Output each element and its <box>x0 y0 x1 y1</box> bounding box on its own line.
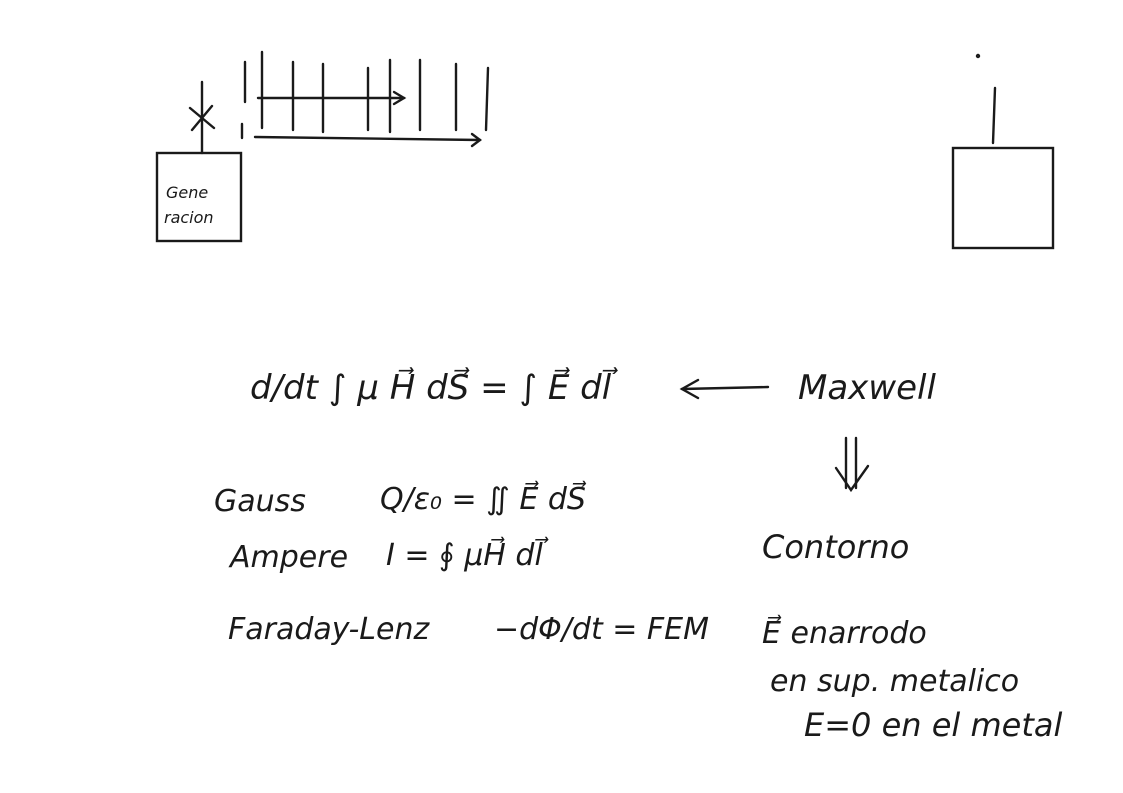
maxwell-label: Maxwell <box>798 368 936 408</box>
generator-label-line1: Gene <box>166 183 209 202</box>
right-box-sketch <box>951 53 1055 250</box>
generator-box <box>155 80 243 243</box>
ampere-equation: I = ∮ μH⃗ dl⃗ <box>386 538 543 573</box>
field-lines-sketch <box>240 50 490 148</box>
gauss-label: Gauss <box>214 484 306 519</box>
generator-label-line2: racion <box>164 208 214 227</box>
faraday-label: Faraday-Lenz <box>228 612 430 647</box>
implies-arrow <box>834 436 870 493</box>
faraday-equation: −dΦ/dt = FEM <box>494 612 710 647</box>
note-line-1: E⃗ enarrodo <box>762 616 927 651</box>
maxwell-equation: d/dt ∫ μ H⃗ dS⃗ = ∫ E⃗ dl⃗ <box>250 368 612 408</box>
contorno-note: Contorno <box>762 528 910 566</box>
gauss-equation: Q/ε₀ = ∬ E⃗ dS⃗ <box>380 482 586 517</box>
ampere-label: Ampere <box>230 540 349 575</box>
maxwell-arrow <box>679 378 770 400</box>
note-line-2: en sup. metalico <box>770 664 1020 699</box>
note-line-3: E=0 en el metal <box>804 706 1063 744</box>
